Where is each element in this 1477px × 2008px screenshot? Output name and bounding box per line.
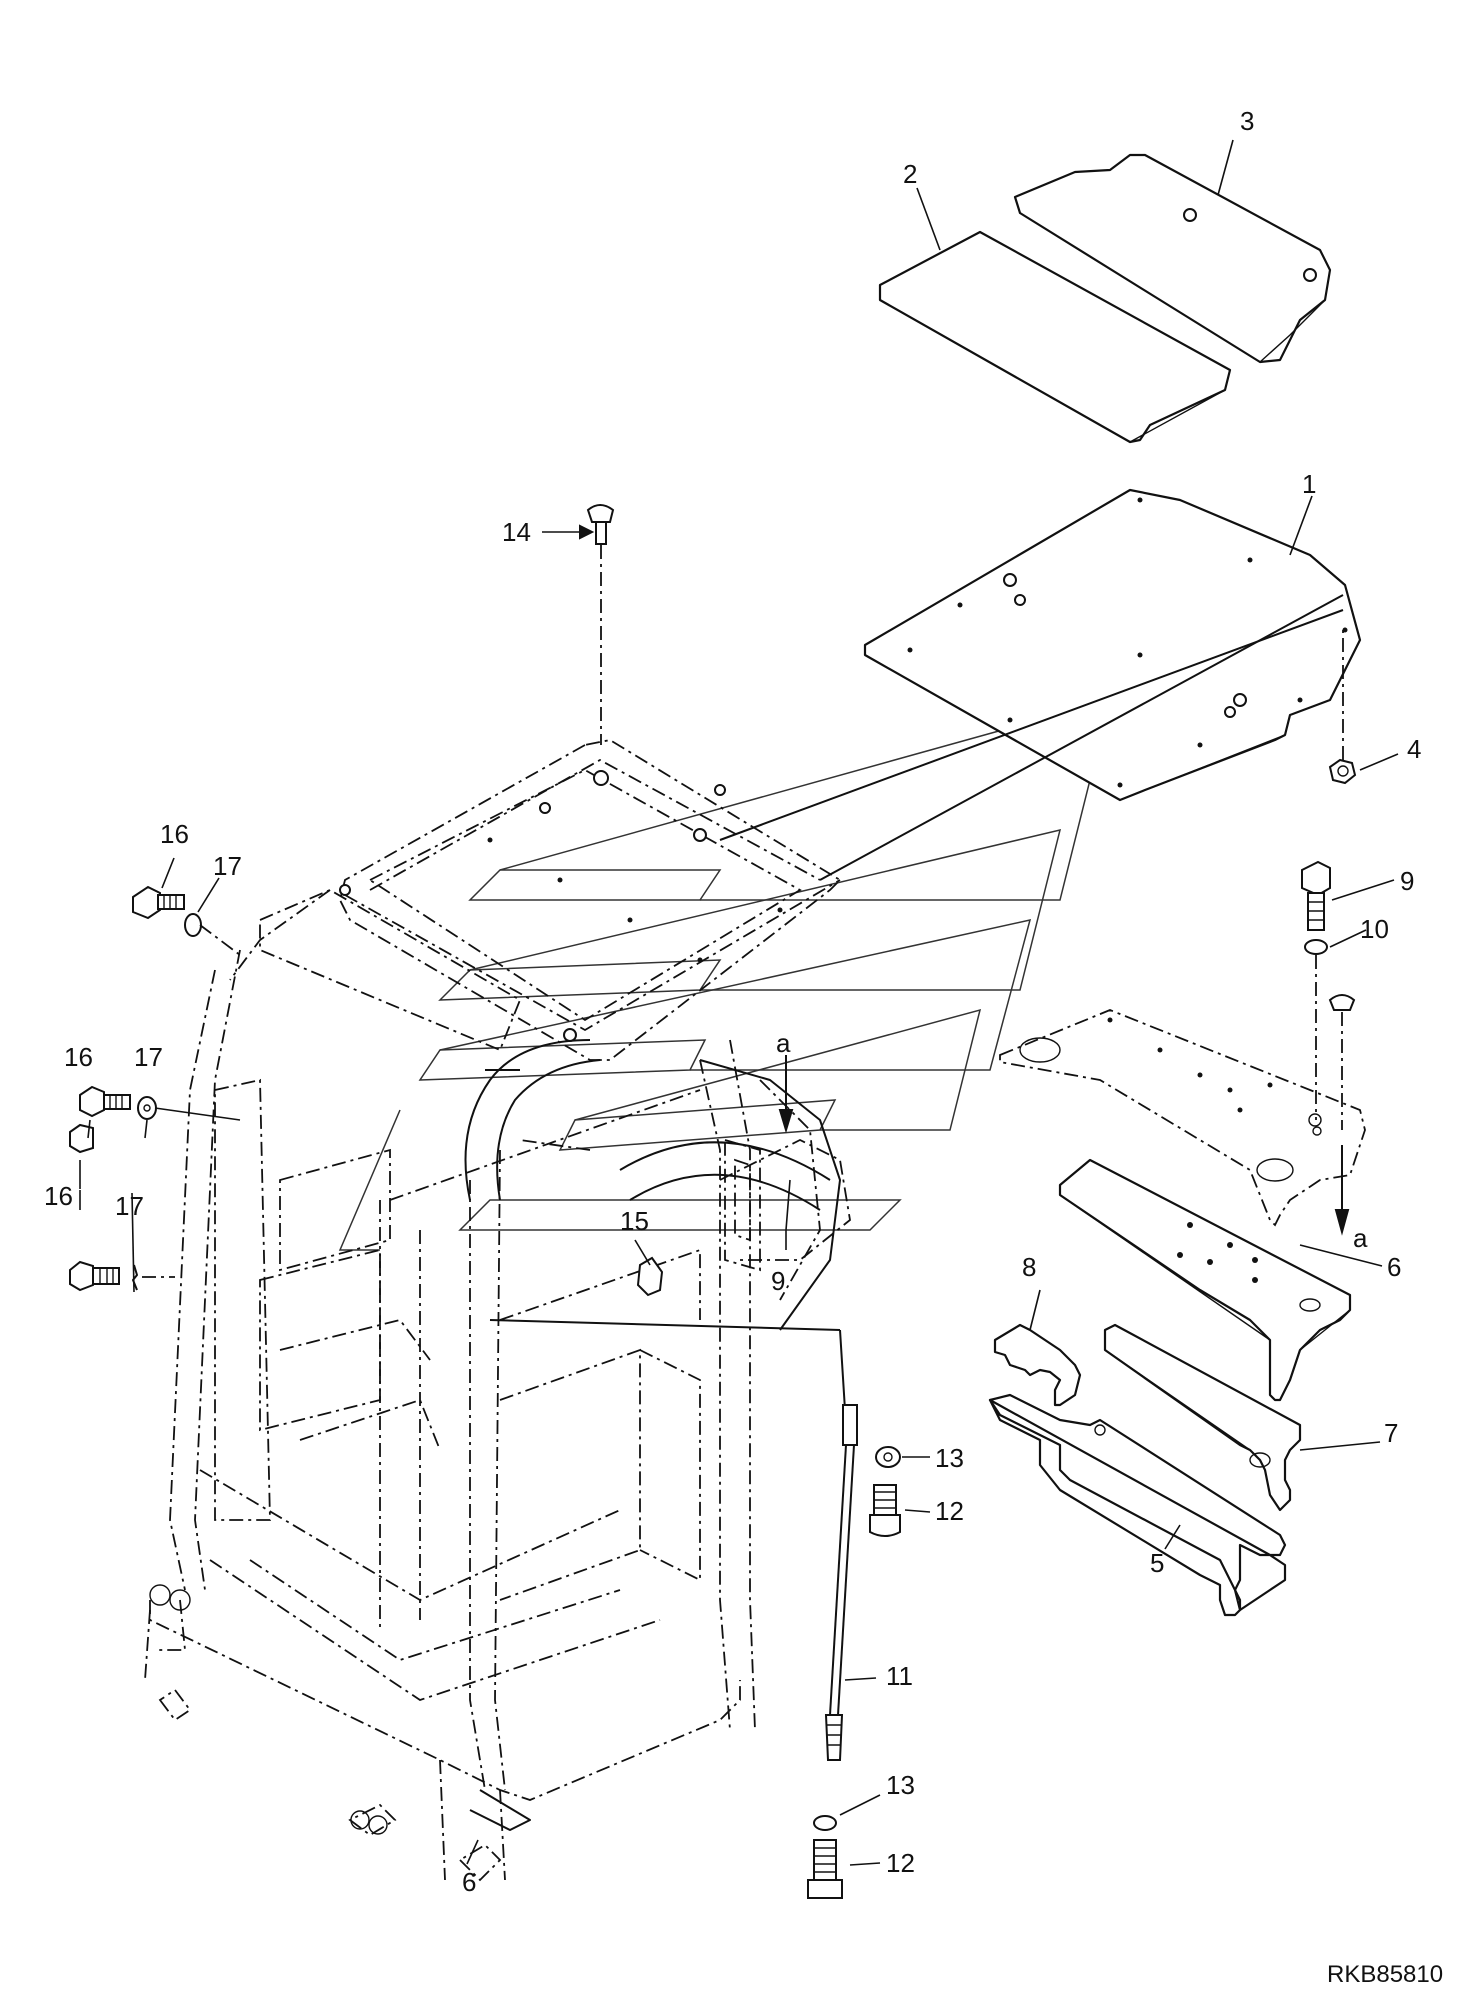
callout-1: 1 bbox=[1302, 469, 1316, 499]
part-12-bolt-top bbox=[869, 1484, 901, 1537]
part-5-channel bbox=[988, 1393, 1287, 1617]
callout-10: 10 bbox=[1360, 914, 1389, 944]
callout-7: 7 bbox=[1384, 1418, 1398, 1448]
part-16-bolt-mid bbox=[79, 1085, 131, 1118]
callout-2: 2 bbox=[903, 159, 917, 189]
part-7-rail bbox=[1103, 1323, 1302, 1512]
callout-16-top: 16 bbox=[160, 819, 189, 849]
callout-16-mid: 16 bbox=[64, 1042, 93, 1072]
part-4-nut bbox=[1328, 630, 1357, 785]
drawing-code: RKB85810 bbox=[1327, 1961, 1443, 1988]
part-1-roof-plate bbox=[863, 488, 1362, 802]
callout-12-bottom: 12 bbox=[886, 1848, 915, 1878]
callout-labels: 1 2 3 4 5 6 6 7 8 9 9 10 11 12 12 13 13 … bbox=[44, 106, 1421, 1897]
callout-3: 3 bbox=[1240, 106, 1254, 136]
callout-8: 8 bbox=[1022, 1252, 1036, 1282]
part-12-bolt-bottom bbox=[807, 1839, 843, 1899]
callout-14: 14 bbox=[502, 517, 531, 547]
part-16-bolt-low bbox=[69, 1123, 120, 1292]
part-6-plate-upper bbox=[999, 1009, 1366, 1227]
part-10-washer-right bbox=[1304, 939, 1328, 1120]
callout-9-center: 9 bbox=[771, 1266, 785, 1296]
part-17-washer-low bbox=[132, 1264, 175, 1291]
leader-lines bbox=[79, 139, 1399, 1866]
part-17-washer-mid bbox=[137, 1096, 241, 1121]
callout-17-low: 17 bbox=[115, 1191, 144, 1221]
part-8-clamp bbox=[993, 1323, 1082, 1407]
ref-a-center: a bbox=[776, 1028, 791, 1058]
part-17-washer-top bbox=[184, 913, 241, 956]
part-13-washer-top bbox=[875, 1446, 901, 1468]
watermark-logo bbox=[338, 698, 1112, 1251]
callout-15: 15 bbox=[620, 1206, 649, 1236]
callout-9-right: 9 bbox=[1400, 866, 1414, 896]
part-3-panel bbox=[1013, 153, 1332, 364]
part-16-bolt-top bbox=[132, 885, 185, 920]
callout-16-low: 16 bbox=[44, 1181, 73, 1211]
callout-6-plate: 6 bbox=[1387, 1252, 1401, 1282]
callout-13-bottom: 13 bbox=[886, 1770, 915, 1800]
part-14-bolt bbox=[586, 504, 615, 745]
callout-6-frame: 6 bbox=[462, 1867, 476, 1897]
callout-4: 4 bbox=[1407, 734, 1421, 764]
part-11-gas-strut bbox=[824, 1404, 858, 1761]
callout-11: 11 bbox=[886, 1661, 913, 1691]
part-15-clip bbox=[634, 1239, 664, 1297]
callout-5: 5 bbox=[1150, 1548, 1164, 1578]
cab-frame bbox=[144, 739, 851, 1882]
ref-a-right: a bbox=[1353, 1223, 1368, 1253]
ref-a-arrow-center bbox=[778, 1055, 794, 1250]
ref-a-arrow-right bbox=[1328, 994, 1356, 1236]
callout-17-mid: 17 bbox=[134, 1042, 163, 1072]
part-9-bolt-right bbox=[1301, 860, 1331, 931]
part-2-panel bbox=[878, 230, 1232, 444]
part-6-bracket-lower bbox=[1058, 1158, 1352, 1402]
part-13-washer-bottom bbox=[813, 1815, 837, 1831]
callout-17-top: 17 bbox=[213, 851, 242, 881]
callout-13-top: 13 bbox=[935, 1443, 964, 1473]
callout-12-top: 12 bbox=[935, 1496, 964, 1526]
